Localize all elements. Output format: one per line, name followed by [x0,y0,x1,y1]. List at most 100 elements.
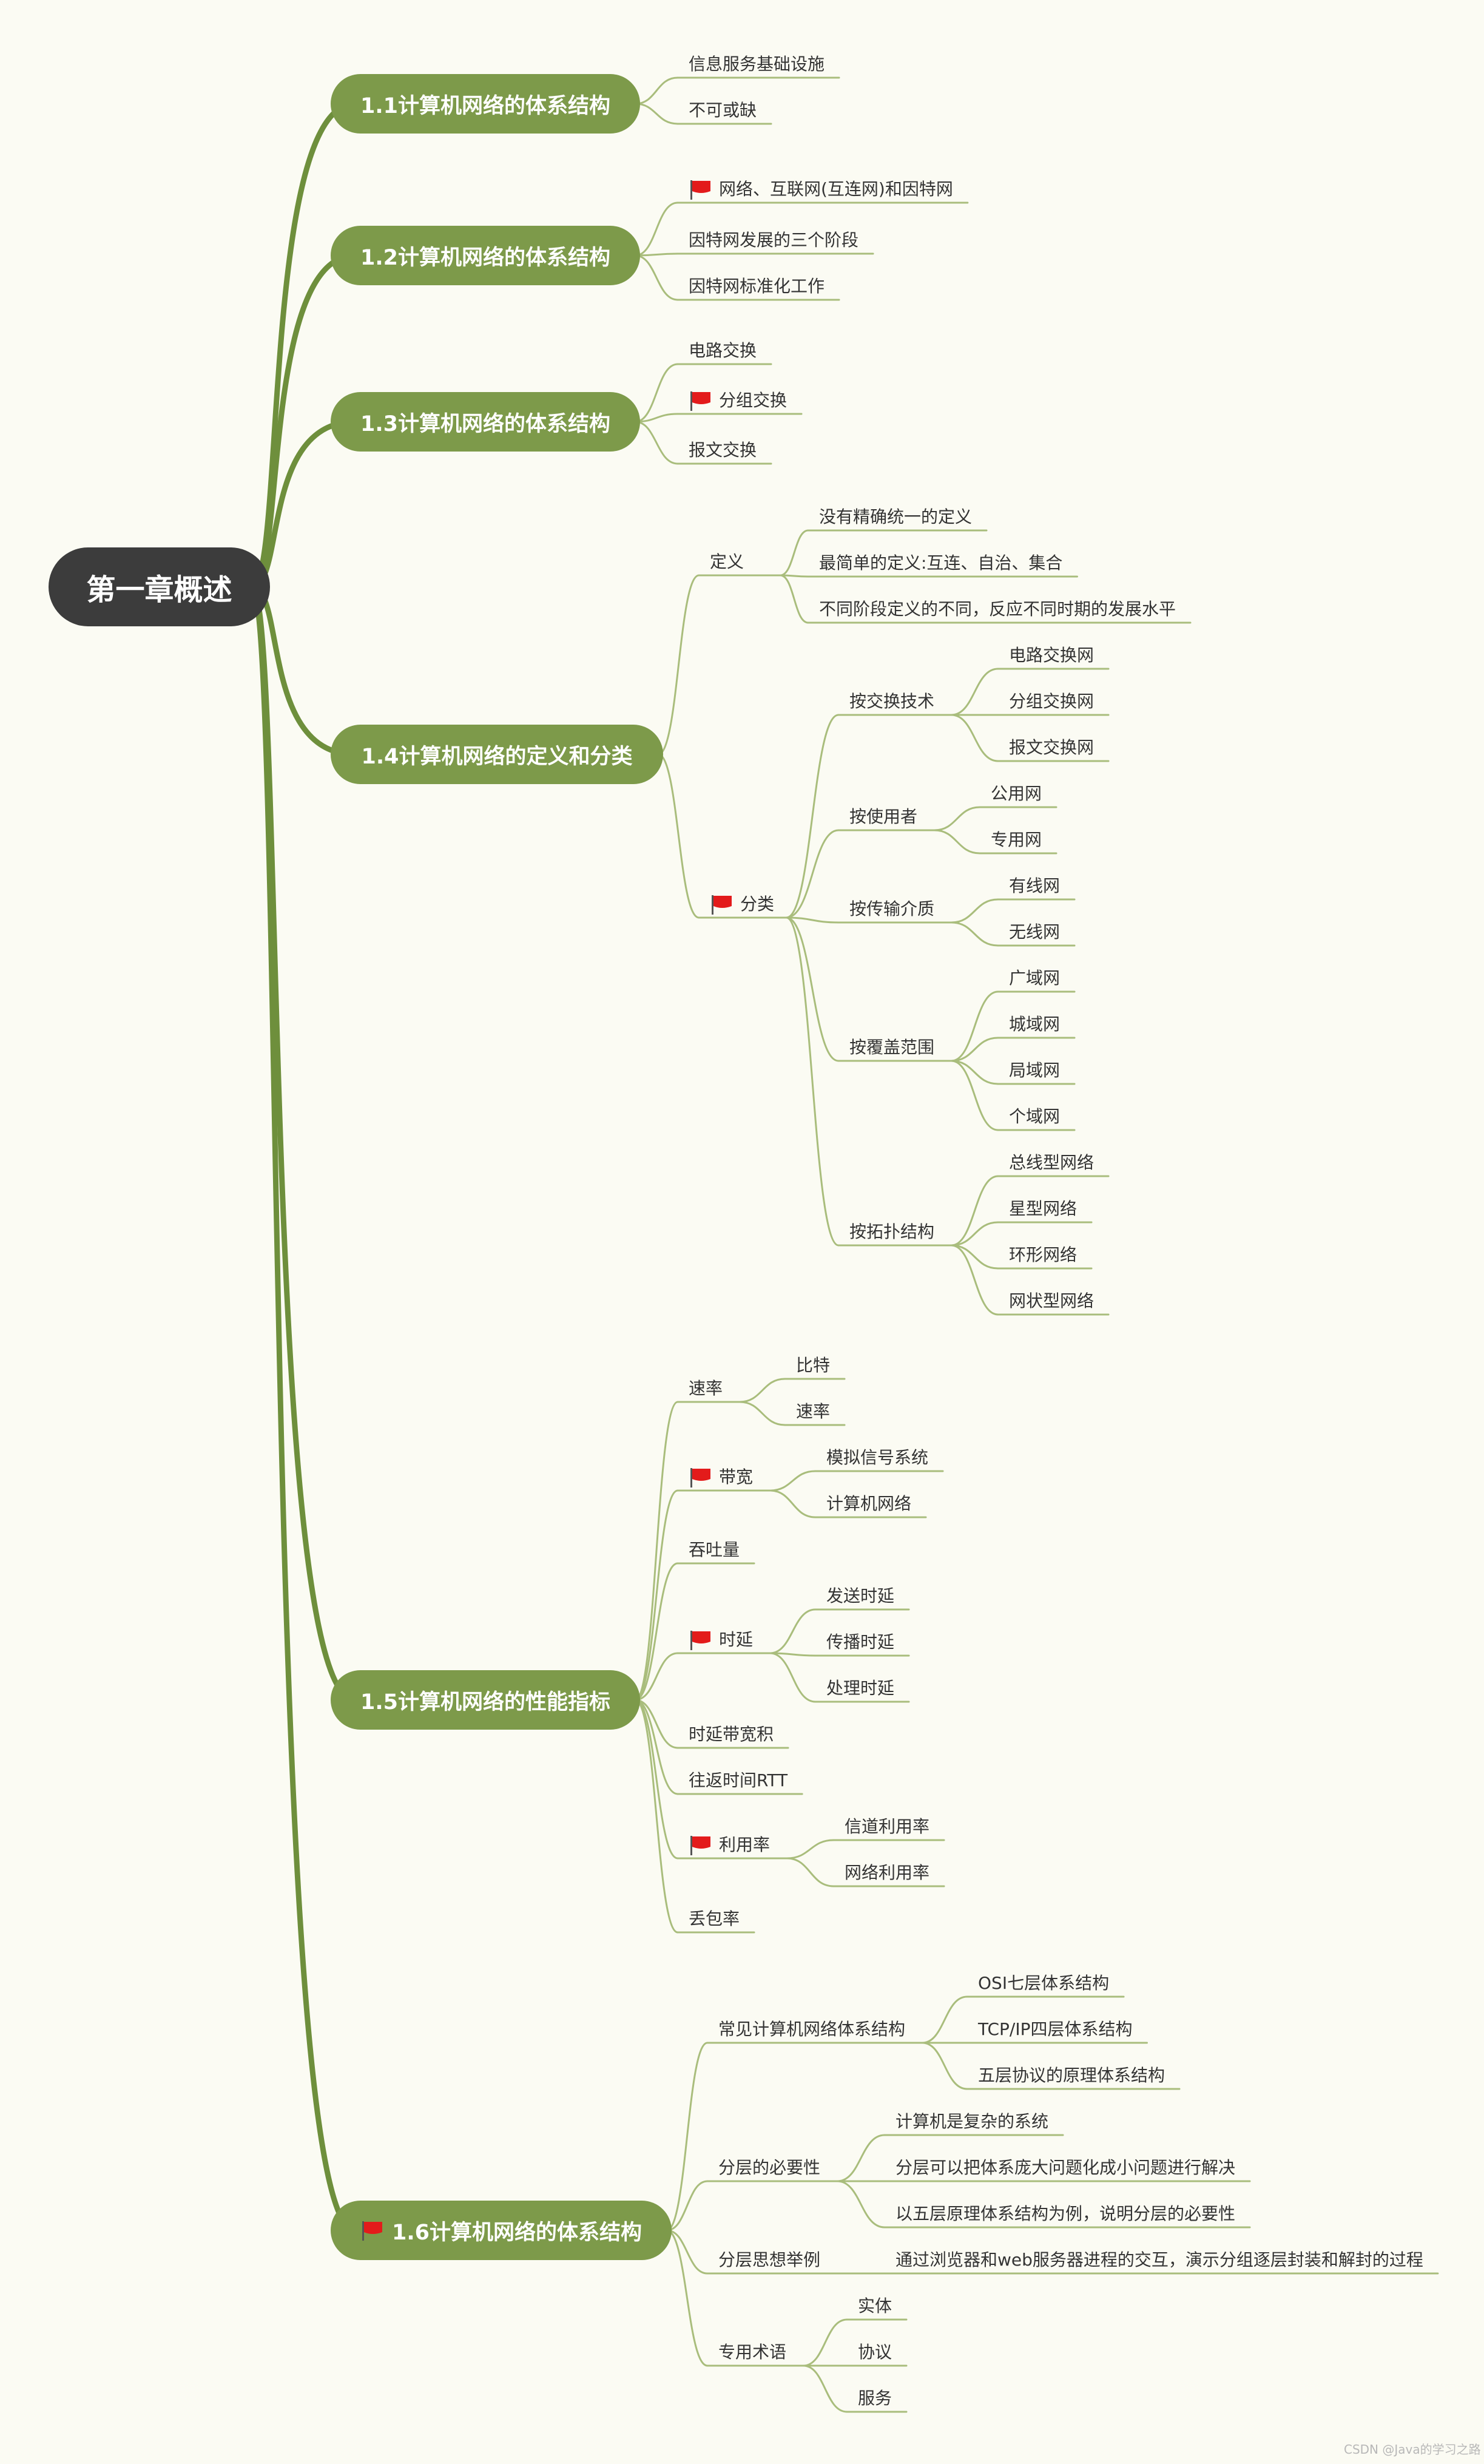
leaf-delay-bandwidth[interactable]: 时延带宽积 [689,1724,774,1744]
leaf-label: 网络、互联网(互连网)和因特网 [719,179,953,199]
leaf-delay-1[interactable]: 传播时延 [826,1632,895,1652]
section-3-title: 1.3计算机网络的体系结构 [360,411,610,436]
leaf-switching-1[interactable]: 分组交换网 [1009,691,1094,711]
leaf-s1-1[interactable]: 不可或缺 [689,100,757,120]
group-switching[interactable]: 按交换技术 [849,691,935,711]
leaf-coverage-0[interactable]: 广域网 [1009,968,1061,988]
connector-line [666,2042,709,2232]
branch-bandwidth[interactable]: 带宽 [689,1466,753,1488]
section-2-node[interactable]: 1.2计算机网络的体系结构 [331,226,640,285]
section-6-node[interactable]: 1.6计算机网络的体系结构 [331,2201,672,2260]
section-5-node[interactable]: 1.5计算机网络的性能指标 [331,1670,640,1730]
leaf-s3-2[interactable]: 报文交换 [689,440,757,460]
leaf-bw-0[interactable]: 模拟信号系统 [826,1447,929,1467]
leaf-topology-3[interactable]: 网状型网络 [1009,1291,1094,1311]
branch-definition[interactable]: 定义 [710,552,744,572]
connector-line [634,413,679,423]
connector-line [634,1489,679,1701]
leaf-bw-1[interactable]: 计算机网络 [826,1494,912,1514]
leaf-topology-1[interactable]: 星型网络 [1009,1199,1078,1219]
flag-icon [360,2220,385,2241]
leaf-def-0[interactable]: 没有精确统一的定义 [819,507,973,527]
branch-necessity[interactable]: 分层的必要性 [718,2158,821,2178]
section-1-node[interactable]: 1.1计算机网络的体系结构 [331,74,640,134]
group-coverage[interactable]: 按覆盖范围 [849,1037,935,1057]
leaf-util-1[interactable]: 网络利用率 [845,1863,930,1883]
leaf-s1-0[interactable]: 信息服务基础设施 [689,54,825,74]
leaf-rate-0[interactable]: 比特 [796,1355,831,1375]
branch-label: 时延 [719,1630,754,1650]
connector-line [634,1699,679,1749]
leaf-terms-0[interactable]: 实体 [858,2296,892,2316]
leaf-terms-2[interactable]: 服务 [858,2388,892,2408]
leaf-medium-1[interactable]: 无线网 [1009,922,1061,942]
leaf-arch-0[interactable]: OSI七层体系结构 [978,1973,1110,1993]
leaf-need-1[interactable]: 分层可以把体系庞大问题化成小问题进行解决 [895,2158,1236,2178]
leaf-terms-1[interactable]: 协议 [858,2342,892,2362]
leaf-switching-0[interactable]: 电路交换网 [1009,645,1094,665]
branch-classification[interactable]: 分类 [710,893,774,915]
section-4-node[interactable]: 1.4计算机网络的定义和分类 [331,725,663,784]
leaf-rate-1[interactable]: 速率 [796,1401,831,1421]
branch-rate[interactable]: 速率 [689,1378,723,1398]
connector-line [634,254,679,301]
branch-architecture[interactable]: 常见计算机网络体系结构 [718,2019,906,2039]
watermark: CSDN @Java的学习之路 [1344,2442,1481,2457]
connector-line [950,1060,999,1131]
leaf-topology-2[interactable]: 环形网络 [1009,1245,1078,1265]
section-6-title: 1.6计算机网络的体系结构 [391,2220,642,2245]
leaf-need-2[interactable]: 以五层原理体系结构为例，说明分层的必要性 [895,2204,1236,2224]
flag-icon [689,1835,713,1855]
connector-line [802,2318,848,2367]
branch-delay[interactable]: 时延 [689,1629,753,1651]
leaf-def-1[interactable]: 最简单的定义:互连、自治、集合 [819,553,1063,573]
connector-line [785,829,840,919]
leaf-s2-1[interactable]: 因特网发展的三个阶段 [689,230,859,250]
leaf-arch-1[interactable]: TCP/IP四层体系结构 [978,2019,1133,2039]
root-node[interactable]: 第一章概述 [49,547,270,626]
leaf-s3-1[interactable]: 分组交换 [689,390,787,411]
section-3-node[interactable]: 1.3计算机网络的体系结构 [331,392,640,452]
connector-line [634,1652,679,1701]
flag-icon [689,390,713,411]
leaf-coverage-1[interactable]: 城域网 [1009,1014,1061,1034]
group-topology[interactable]: 按拓扑结构 [849,1222,935,1242]
connector-line [785,714,840,919]
branch-terms[interactable]: 专用术语 [718,2342,787,2362]
leaf-def-2[interactable]: 不同阶段定义的不同，反应不同时期的发展水平 [819,599,1176,619]
leaf-delay-2[interactable]: 处理时延 [826,1678,895,1698]
leaf-packet-loss[interactable]: 丢包率 [689,1909,740,1929]
leaf-arch-2[interactable]: 五层协议的原理体系结构 [978,2065,1165,2085]
leaf-util-0[interactable]: 信道利用率 [845,1816,930,1836]
leaf-user-0[interactable]: 公用网 [991,784,1042,804]
branch-label: 分类 [740,894,775,914]
leaf-example-0[interactable]: 通过浏览器和web服务器进程的交互，演示分组逐层封装和解封的过程 [895,2250,1423,2270]
leaf-medium-0[interactable]: 有线网 [1009,876,1061,896]
connector-line [769,1470,817,1492]
connector-line [666,2229,709,2367]
leaf-s2-0[interactable]: 网络、互联网(互连网)和因特网 [689,178,953,200]
connector-line [950,1244,999,1270]
connector-line [657,753,700,919]
leaf-coverage-2[interactable]: 局域网 [1009,1060,1061,1080]
connector-line [769,1652,817,1703]
leaf-s3-0[interactable]: 电路交换 [689,340,757,360]
branch-utilization[interactable]: 利用率 [689,1834,770,1856]
leaf-need-0[interactable]: 计算机是复杂的系统 [895,2111,1049,2131]
connector-line [950,898,999,924]
connector-line [769,1652,817,1657]
leaf-s2-2[interactable]: 因特网标准化工作 [689,276,825,296]
connector-line [836,2134,886,2182]
leaf-topology-0[interactable]: 总线型网络 [1009,1152,1094,1173]
branch-example[interactable]: 分层思想举例 [718,2250,821,2270]
leaf-rtt[interactable]: 往返时间RTT [689,1770,788,1790]
leaf-delay-0[interactable]: 发送时延 [826,1586,895,1606]
leaf-user-1[interactable]: 专用网 [991,830,1042,850]
leaf-coverage-3[interactable]: 个域网 [1009,1106,1061,1126]
leaf-throughput[interactable]: 吞吐量 [689,1540,740,1560]
group-user[interactable]: 按使用者 [849,807,918,827]
connector-line [634,1562,679,1701]
group-medium[interactable]: 按传输介质 [849,899,935,919]
leaf-switching-2[interactable]: 报文交换网 [1009,737,1094,757]
